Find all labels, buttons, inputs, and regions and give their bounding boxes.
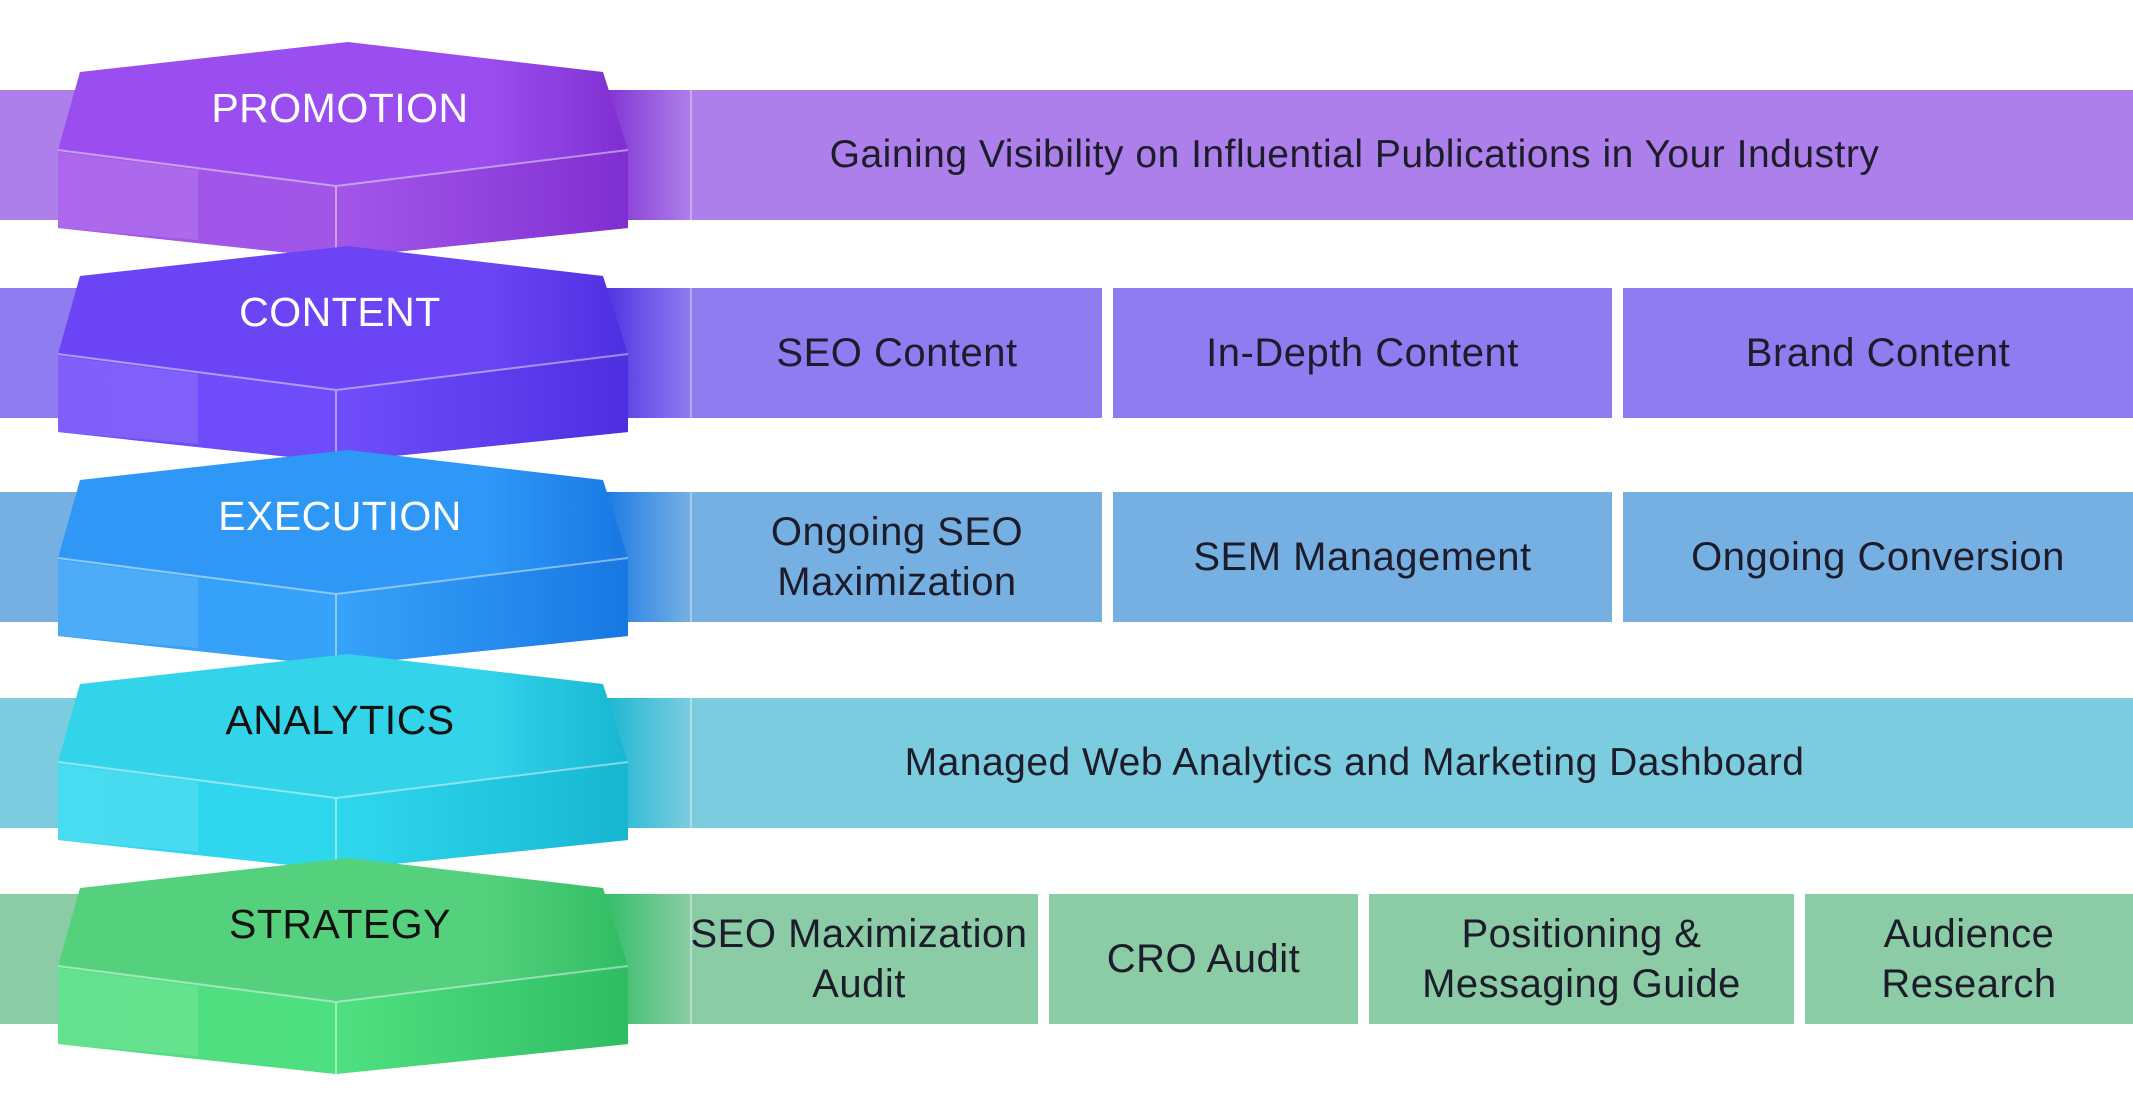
hex-front-face [58, 762, 628, 870]
cell-divider [1794, 894, 1805, 1024]
band-edge [690, 894, 692, 1024]
hex-prism-shape [57, 654, 629, 870]
band-edge [690, 90, 692, 220]
hex-edges [57, 761, 629, 870]
tier-item: Positioning & Messaging Guide [1422, 912, 1741, 1006]
band-edge [690, 698, 692, 828]
hex-prism-shape [57, 450, 629, 666]
hex-highlight [58, 560, 198, 648]
band-edge [690, 492, 692, 622]
tier-item: Audience Research [1881, 912, 2057, 1006]
tier-item: In-Depth Content [1206, 331, 1519, 375]
tier-label: PROMOTION [211, 85, 469, 131]
hex-front-face [58, 354, 628, 462]
hex-highlight [58, 764, 198, 852]
cell-divider [1102, 288, 1113, 418]
tier-item: Ongoing SEO Maximization [770, 510, 1024, 604]
hex-block-strategy: STRATEGY [57, 856, 629, 1076]
hex-front-face [58, 558, 628, 666]
hex-highlight [58, 152, 198, 240]
tier-label: CONTENT [239, 289, 441, 335]
cell-divider [1038, 894, 1049, 1024]
cell-divider [1612, 492, 1623, 622]
tier-item: Gaining Visibility on Influential Public… [829, 133, 1880, 176]
hex-edges [57, 557, 629, 666]
hex-highlight [58, 356, 198, 444]
band-edge [690, 288, 692, 418]
hex-front-face [58, 150, 628, 258]
tier-item: Managed Web Analytics and Marketing Dash… [904, 741, 1805, 784]
hex-edges [57, 149, 629, 258]
tier-item: Ongoing Conversion [1691, 535, 2065, 579]
cell-divider [1102, 492, 1113, 622]
tier-item: SEO Content [776, 331, 1018, 375]
tier-item: SEO Maximization Audit [690, 912, 1028, 1006]
cell-divider [1358, 894, 1369, 1024]
hex-highlight [58, 968, 198, 1056]
hex-block-content: CONTENT [57, 244, 629, 464]
hex-edges [57, 965, 629, 1074]
tier-item: CRO Audit [1106, 937, 1301, 981]
hex-prism-shape [57, 246, 629, 462]
tier-item: Brand Content [1745, 331, 2011, 375]
tier-label: EXECUTION [218, 493, 462, 539]
hex-front-face [58, 966, 628, 1074]
hex-prism-shape [57, 42, 629, 258]
tier-item: SEM Management [1193, 535, 1532, 579]
cell-divider [1612, 288, 1623, 418]
hex-edges [57, 353, 629, 462]
tier-label: ANALYTICS [225, 697, 455, 743]
tier-label: STRATEGY [229, 901, 451, 947]
hex-block-analytics: ANALYTICS [57, 652, 629, 872]
hex-block-execution: EXECUTION [57, 448, 629, 668]
hex-block-promotion: PROMOTION [57, 40, 629, 260]
hex-prism-shape [57, 858, 629, 1074]
